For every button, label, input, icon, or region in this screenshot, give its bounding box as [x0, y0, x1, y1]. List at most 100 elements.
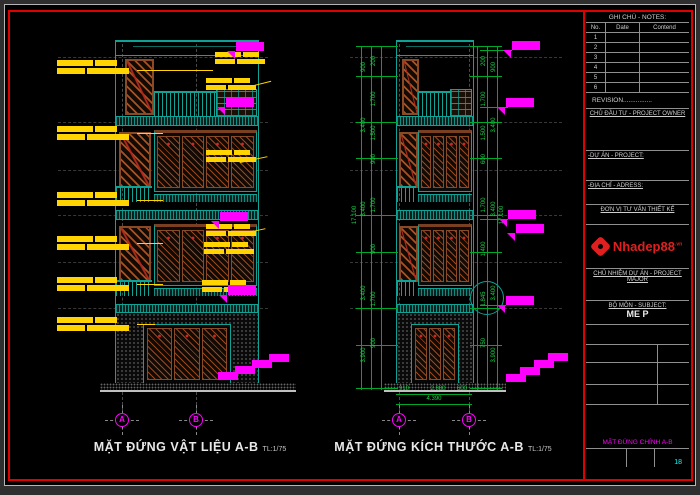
decorative-band	[154, 194, 257, 202]
dim-label: 1.700	[371, 197, 377, 213]
level-flag	[227, 42, 264, 59]
window-group	[154, 130, 257, 192]
dim-label: 3.400	[361, 285, 367, 301]
view-scale: TL:1/75	[527, 446, 552, 453]
dim-label: 900	[361, 62, 367, 73]
material-callout	[57, 236, 137, 250]
logo-diamond-icon	[589, 235, 611, 258]
col-date: Date	[606, 23, 640, 32]
balcony-railing	[397, 186, 416, 202]
owner-label: CHỦ ĐẦU TƯ - PROJECT OWNER	[589, 111, 686, 117]
notes-row: 1	[586, 33, 689, 43]
material-callout	[57, 317, 137, 331]
leader-line	[480, 50, 512, 51]
row-no: 3	[586, 53, 606, 62]
floor-3	[116, 124, 258, 210]
leader-line	[137, 243, 163, 244]
level-line	[350, 57, 562, 58]
dimension-chain	[497, 46, 498, 390]
extension-line	[470, 76, 502, 77]
ground-line	[384, 383, 506, 392]
window	[401, 59, 420, 115]
logo-text: Nhadep88.vn	[612, 239, 683, 254]
extension-line	[470, 215, 502, 216]
dim-label: 3.400	[491, 117, 497, 133]
dim-label: 600	[481, 154, 487, 165]
decorative-band	[417, 288, 473, 296]
floor-2	[397, 218, 473, 304]
extension-line	[356, 308, 398, 309]
notes-row: 6	[586, 83, 689, 93]
sheet-number: 18	[674, 459, 682, 466]
dim-label: 3.400	[491, 201, 497, 217]
dim-label: 1.700	[371, 291, 377, 307]
floor-slab	[116, 116, 258, 126]
leader-line	[137, 70, 213, 71]
dim-label: 3.400	[361, 201, 367, 217]
project-field: -DỰ ÁN - PROJECT:	[586, 151, 689, 181]
revision-field: REVISION................	[586, 93, 689, 109]
level-step-marker	[520, 367, 540, 375]
extension-line	[470, 388, 502, 389]
ground-floor-stone-wall	[397, 312, 473, 387]
dim-label: 3.900	[361, 347, 367, 363]
balcony-railing	[417, 91, 451, 117]
level-flag	[499, 210, 536, 227]
extension-line	[470, 122, 502, 123]
extension-line	[356, 76, 398, 77]
extension-line	[356, 388, 398, 389]
level-flag	[219, 286, 256, 303]
drawing-name-cell: MẶT ĐỨNG CHÍNH A-B	[586, 405, 689, 449]
address-field: -ĐỊA CHỈ - ADRESS:	[586, 181, 689, 205]
floor-slab	[116, 210, 258, 220]
row-no: 4	[586, 63, 606, 72]
subject-value: ME P	[626, 309, 649, 319]
extension-line	[470, 252, 502, 253]
extension-line	[356, 215, 398, 216]
level-flag	[507, 224, 544, 241]
dimension-chain	[487, 46, 488, 390]
sheet-red-frame	[8, 10, 693, 481]
dim-label: 600	[456, 386, 467, 392]
dim-label: 1.400	[481, 241, 487, 257]
view-title-text: MẶT ĐỨNG KÍCH THƯỚC A-B	[334, 440, 524, 454]
floor-slab	[397, 210, 473, 220]
material-callout	[206, 150, 258, 162]
view-scale: TL:1/75	[262, 446, 287, 453]
balcony-railing	[116, 186, 152, 202]
level-flag	[497, 98, 534, 115]
dimension-elevation-drawing	[396, 40, 474, 390]
logo-suffix: .vn	[674, 241, 683, 248]
leader-line	[137, 324, 155, 325]
grid-bubble-a: A	[392, 413, 406, 427]
dim-label: 1.845	[481, 291, 487, 307]
level-step-marker	[534, 360, 554, 368]
dim-label: 3.400	[491, 285, 497, 301]
material-callout	[204, 242, 256, 254]
leader-line	[137, 284, 163, 285]
grid-bubble-b: B	[462, 413, 476, 427]
subject-label: BỘ MÔN - SUBJECT:	[608, 303, 667, 309]
extension-line	[356, 122, 398, 123]
window	[118, 226, 152, 282]
floor-3	[397, 124, 473, 210]
parapet	[116, 40, 259, 56]
materials-elevation-drawing	[115, 40, 259, 390]
extension-line	[470, 345, 502, 346]
dim-label: 900	[491, 62, 497, 73]
owner-field: CHỦ ĐẦU TƯ - PROJECT OWNER	[586, 109, 689, 151]
grid-bubble-b: B	[189, 413, 203, 427]
dim-label: 900	[371, 244, 377, 255]
dim-label: 3.400	[361, 117, 367, 133]
info-cell	[586, 385, 689, 405]
leader-line	[480, 219, 508, 220]
row-no: 5	[586, 73, 606, 82]
dimension-chain	[371, 46, 372, 390]
level-flag	[503, 41, 540, 58]
title-block: GHI CHÚ - NOTES: No. Date Contend 1 2 3 …	[586, 12, 689, 467]
manager-label: CHỦ NHIỆM DỰ ÁN - PROJECT MAJOR	[593, 271, 682, 283]
grid-bubble-a: A	[115, 413, 129, 427]
